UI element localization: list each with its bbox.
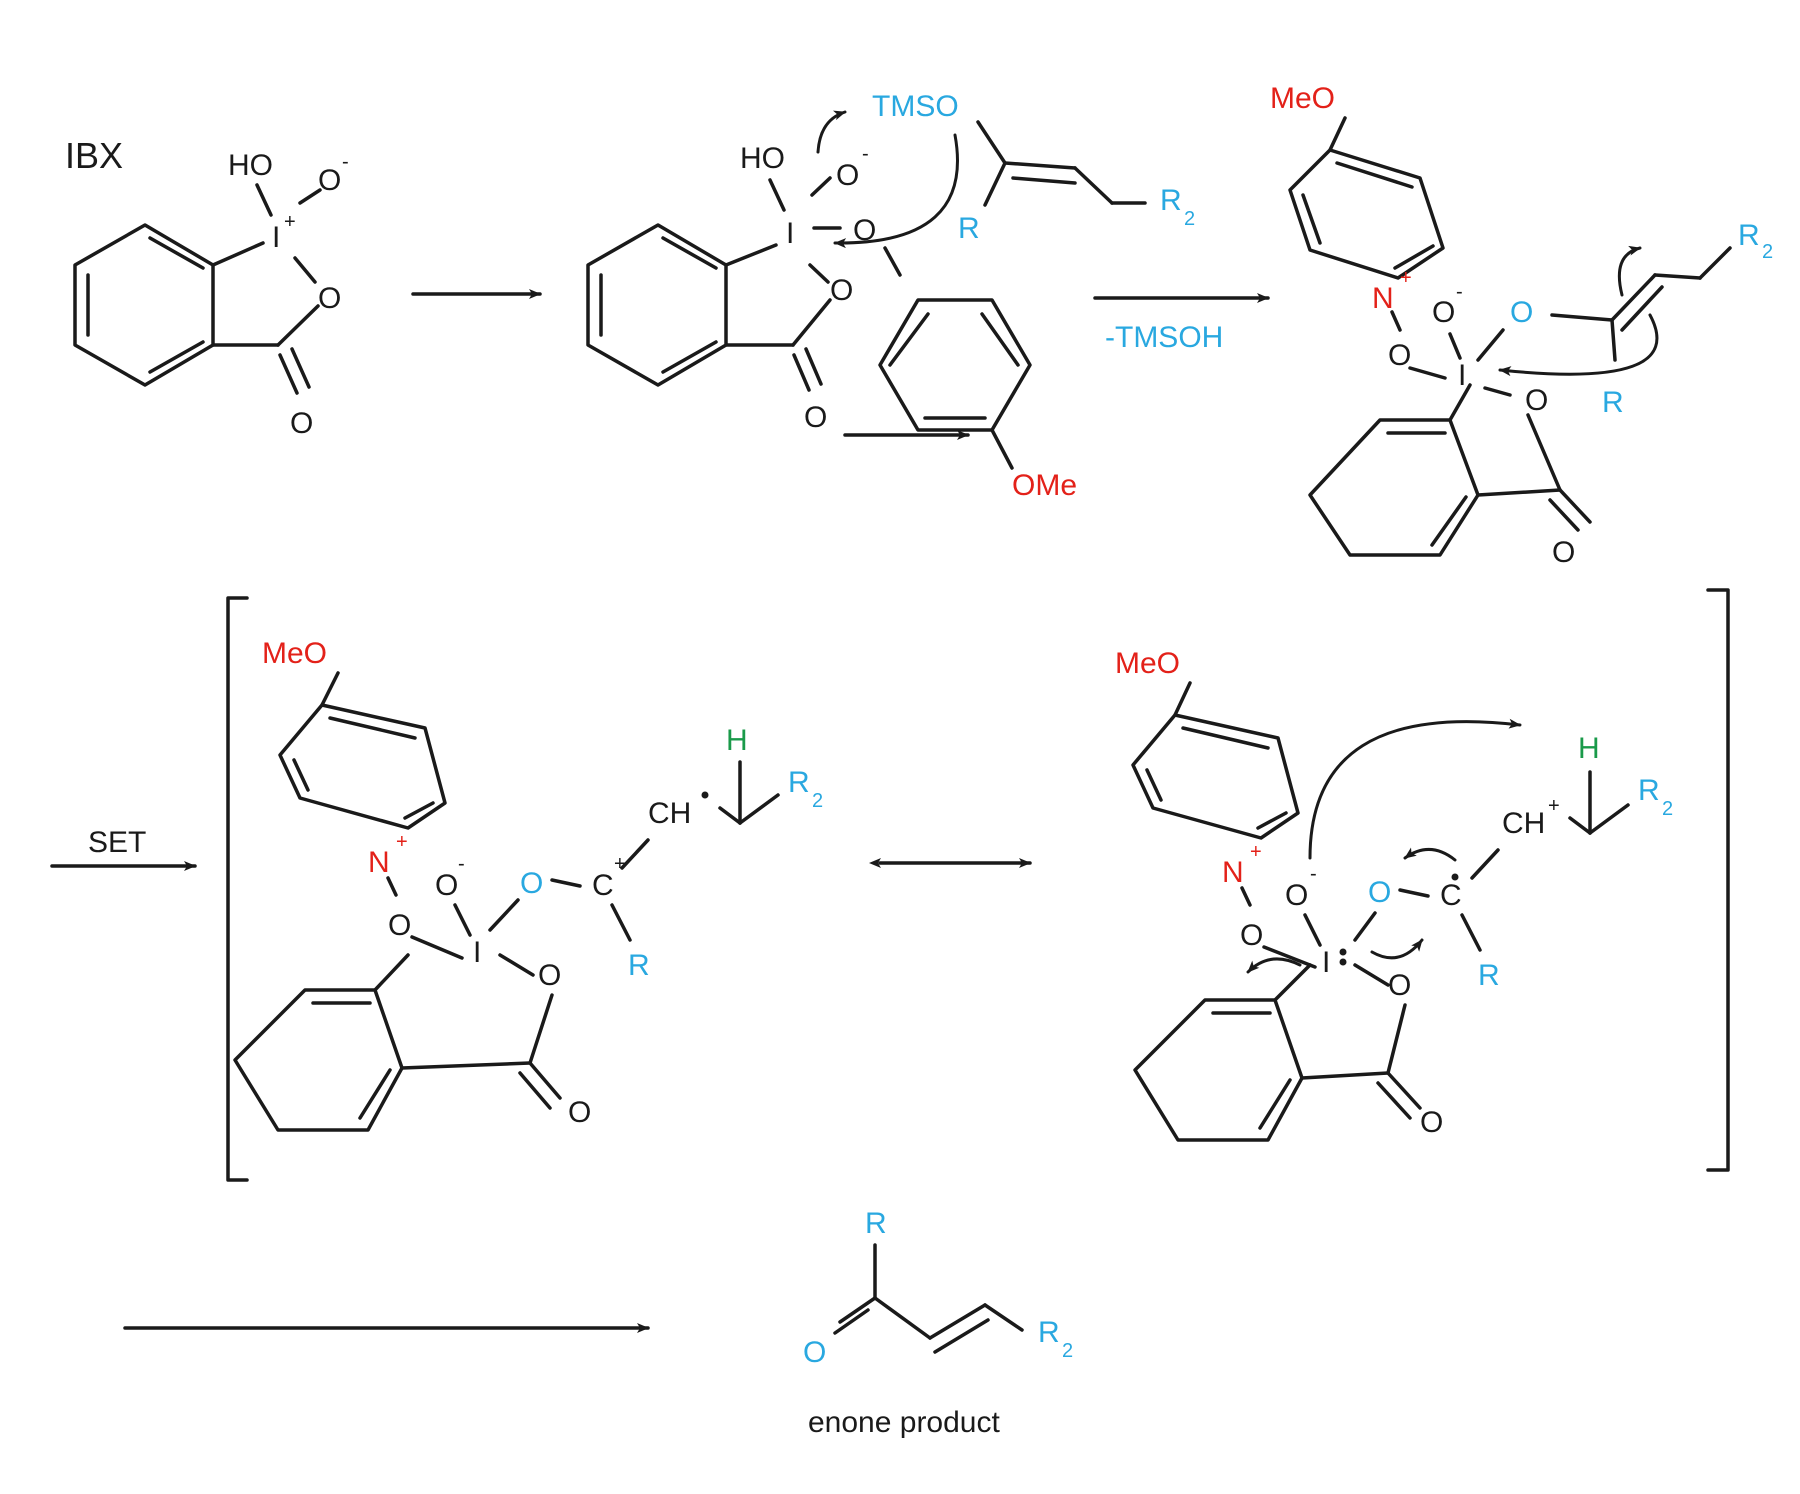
resonance-form-a: MeO N + O O - I O O O C + R CH	[233, 637, 823, 1132]
svg-text:MeO: MeO	[262, 637, 327, 670]
svg-text:O: O	[435, 869, 458, 902]
svg-text:-: -	[1310, 863, 1317, 885]
tmso-label: TMSO	[872, 90, 959, 123]
enone-product-caption: enone product	[808, 1406, 1000, 1439]
svg-text:2: 2	[1184, 208, 1195, 230]
right-bracket	[1706, 588, 1730, 1172]
svg-text:O: O	[1368, 876, 1391, 909]
svg-text:I: I	[1322, 946, 1330, 979]
svg-text:O: O	[1285, 879, 1308, 912]
ibx-carbonyl-o: O	[290, 407, 313, 440]
adduct-iodine: I	[1458, 359, 1466, 392]
complex-iodine: I	[786, 217, 794, 250]
svg-text:2: 2	[1662, 798, 1673, 820]
svg-text:O: O	[1240, 919, 1263, 952]
ibx-silyl-enol-complex: HO O - I O O O TMSO R R 2 OMe	[586, 90, 1195, 502]
svg-text:-: -	[458, 853, 465, 875]
methoxy-label: OMe	[1012, 469, 1077, 502]
enol-r2: R	[1160, 184, 1182, 217]
enol-r: R	[958, 212, 980, 245]
adduct-meo: MeO	[1270, 82, 1335, 115]
svg-text:O: O	[388, 909, 411, 942]
svg-text:O: O	[830, 274, 853, 307]
svg-text:C: C	[592, 869, 614, 902]
svg-text:I: I	[473, 936, 481, 969]
svg-text:O: O	[853, 214, 876, 247]
svg-text:R: R	[788, 766, 810, 799]
svg-text:O: O	[836, 159, 859, 192]
svg-text:O: O	[520, 867, 543, 900]
svg-text:MeO: MeO	[1115, 647, 1180, 680]
svg-text:R: R	[628, 949, 650, 982]
svg-text:H: H	[726, 724, 748, 757]
svg-text:O: O	[1510, 296, 1533, 329]
svg-text:O: O	[1388, 969, 1411, 1002]
svg-text:+: +	[396, 831, 408, 853]
ibx-o-minus: O	[318, 164, 341, 197]
svg-text:+: +	[284, 211, 296, 233]
pyridinium-iodane-adduct: MeO N + O O - I O O O R R	[1270, 82, 1773, 569]
ibx-ho: HO	[228, 149, 273, 182]
svg-text:+: +	[1548, 795, 1560, 817]
svg-text:O: O	[1552, 536, 1575, 569]
svg-text:O: O	[1388, 339, 1411, 372]
svg-text:O: O	[804, 401, 827, 434]
enone-product: R O R 2 enone product	[803, 1207, 1073, 1439]
svg-text:CH: CH	[1502, 807, 1545, 840]
minus-tmsoh-label: -TMSOH	[1105, 321, 1223, 354]
svg-text:O: O	[803, 1336, 826, 1369]
svg-text:-: -	[862, 143, 869, 165]
svg-text:2: 2	[1762, 241, 1773, 263]
svg-text:R: R	[1038, 1316, 1060, 1349]
svg-text:R: R	[1602, 386, 1624, 419]
svg-text:R: R	[1738, 219, 1760, 252]
svg-text:-: -	[1456, 281, 1463, 303]
svg-text:-: -	[342, 151, 349, 173]
svg-text:N: N	[1222, 856, 1244, 889]
svg-text:+: +	[1400, 267, 1412, 289]
svg-text:CH: CH	[648, 797, 691, 830]
adduct-n: N	[1372, 282, 1394, 315]
svg-text:N: N	[368, 846, 390, 879]
ibx-ring-o: O	[318, 282, 341, 315]
svg-text:O: O	[1525, 384, 1548, 417]
left-bracket	[226, 596, 249, 1182]
svg-text:H: H	[1578, 732, 1600, 765]
svg-text:R: R	[1638, 774, 1660, 807]
svg-text:C: C	[1440, 879, 1462, 912]
ibx-iodine: I	[272, 221, 280, 254]
svg-text:O: O	[538, 959, 561, 992]
svg-text:R: R	[1478, 959, 1500, 992]
svg-text:R: R	[865, 1207, 887, 1240]
complex-ho: HO	[740, 142, 785, 175]
svg-text:+: +	[1250, 841, 1262, 863]
ibx-label: IBX	[65, 135, 123, 176]
ibx-structure: IBX HO O - I + O O	[65, 135, 349, 440]
svg-text:2: 2	[812, 790, 823, 812]
svg-text:O: O	[568, 1096, 591, 1129]
svg-text:+: +	[614, 853, 626, 875]
svg-text:2: 2	[1062, 1340, 1073, 1362]
resonance-form-b: MeO N + O O - I O O O C R CH	[1115, 647, 1673, 1142]
svg-text:O: O	[1420, 1106, 1443, 1139]
set-label: SET	[88, 826, 146, 859]
svg-text:O: O	[1432, 296, 1455, 329]
